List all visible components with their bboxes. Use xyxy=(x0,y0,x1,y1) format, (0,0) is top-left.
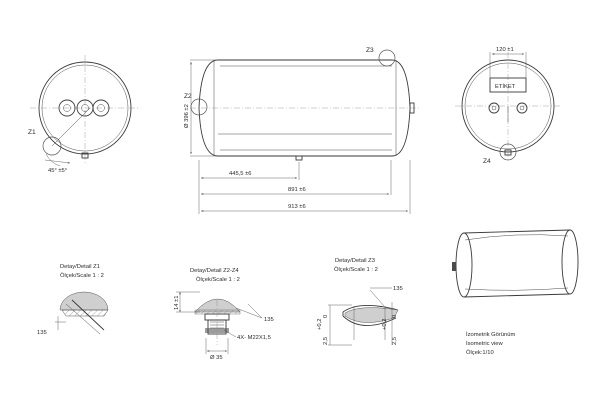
detail-z1: Detay/Detail Z1 Ölçek/Scale 1 : 2 135 xyxy=(37,264,109,336)
diameter-dimension: Ø 396 ±2 xyxy=(184,104,190,128)
detail-z3-right-tol0: 0 xyxy=(392,315,398,318)
detail-z1-title: Detay/Detail Z1 xyxy=(60,264,100,270)
front-view-tank: Z2 Z3 Ø 396 ±2 445,5 ±6 891 ±6 913 ±6 xyxy=(184,47,420,214)
z1-detail-circle xyxy=(42,136,62,156)
left-end-view: Z1 45° ±5° xyxy=(28,55,140,174)
isometric-line2: Isometric view xyxy=(466,341,504,347)
dimension-891: 891 ±6 xyxy=(288,187,306,193)
z4-callout: Z4 xyxy=(483,158,491,165)
isometric-line3: Ölçek:1/10 xyxy=(466,349,494,356)
detail-z2-z4: Detay/Detail Z2-Z4 Ölçek/Scale 1 : 2 14 … xyxy=(174,268,274,361)
detail-z3-right-tol: +0,2 xyxy=(382,319,388,330)
z2-callout: Z2 xyxy=(184,93,192,100)
detail-z3-left-tol0: 0 xyxy=(323,315,329,318)
detail-z3-left-tol: +0,2 xyxy=(317,319,323,330)
detail-z3-left-base: 2,5 xyxy=(323,337,329,345)
isometric-view: İzometrik Görünüm Isometric view Ölçek:1… xyxy=(452,229,579,356)
port-5 xyxy=(516,102,528,114)
port-3 xyxy=(92,99,110,117)
detail-z2z4-scale: Ölçek/Scale 1 : 2 xyxy=(196,276,240,283)
dimension-445: 445,5 ±6 xyxy=(229,171,252,177)
detail-z3-scale: Ölçek/Scale 1 : 2 xyxy=(334,266,378,273)
detail-z2z4-angle: 135 xyxy=(264,317,274,323)
angle-callout: 45° ±5° xyxy=(48,168,67,174)
z1-callout: Z1 xyxy=(28,129,36,136)
detail-z3-angle: 135 xyxy=(393,286,403,292)
label-plate-text: ETİKET xyxy=(495,83,516,90)
detail-z2z4-thread: 4X- M22X1,5 xyxy=(237,335,271,341)
port-1 xyxy=(58,99,76,117)
right-end-view: ETİKET 120 ±1 Z4 xyxy=(455,47,562,165)
port-4 xyxy=(488,102,500,114)
isometric-line1: İzometrik Görünüm xyxy=(466,331,515,338)
detail-z1-angle: 135 xyxy=(37,330,47,336)
detail-z2z4-dia: Ø 35 xyxy=(210,355,223,361)
dimension-913: 913 ±6 xyxy=(288,204,306,210)
label-plate xyxy=(489,77,527,93)
detail-z3-title: Detay/Detail Z3 xyxy=(335,258,375,264)
detail-z2z4-title: Detay/Detail Z2-Z4 xyxy=(190,268,239,274)
detail-z1-scale: Ölçek/Scale 1 : 2 xyxy=(60,272,104,279)
z3-detail-circle xyxy=(378,49,396,67)
z4-detail-circle xyxy=(499,143,517,161)
label-width-dimension: 120 ±1 xyxy=(496,47,514,53)
detail-z3-right-base: 2,5 xyxy=(392,337,398,345)
detail-z3: Detay/Detail Z3 Ölçek/Scale 1 : 2 135 +0… xyxy=(317,258,403,346)
detail-z2z4-height: 14 ±1 xyxy=(174,296,180,310)
z3-callout: Z3 xyxy=(366,47,374,54)
